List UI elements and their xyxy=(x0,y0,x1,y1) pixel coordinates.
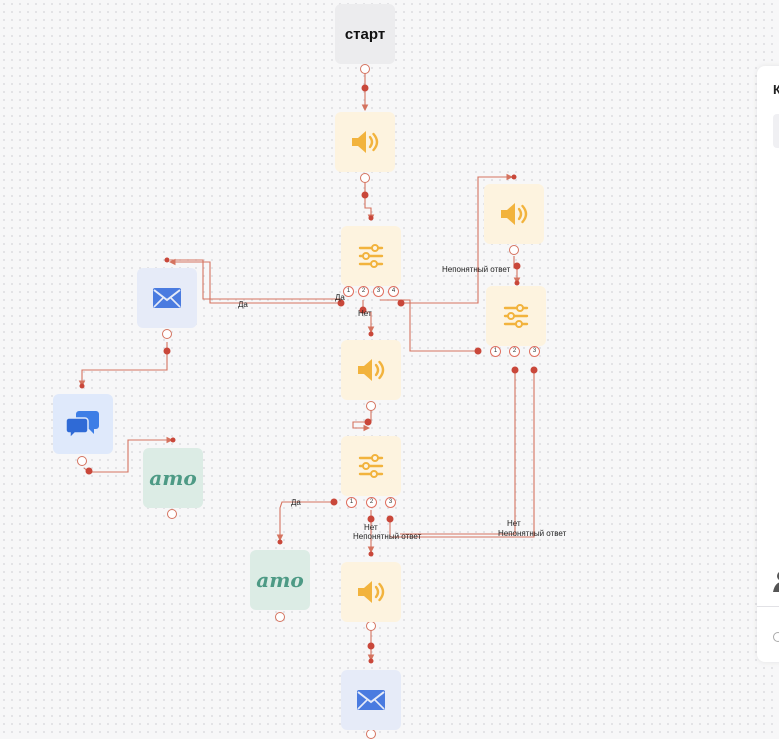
sound-node-1[interactable] xyxy=(335,112,395,172)
filter-sliders-icon xyxy=(358,244,384,268)
side-panel-field[interactable] xyxy=(773,114,779,148)
connector-end-dots xyxy=(79,174,520,664)
edge-filterr-no-long xyxy=(400,372,516,535)
start-label: старт xyxy=(344,25,386,43)
edge-mail-chat xyxy=(78,342,168,388)
side-panel[interactable]: К xyxy=(757,66,779,662)
edge-sound2-filter2 xyxy=(352,410,372,432)
chat-node[interactable] xyxy=(53,394,113,454)
speaker-icon xyxy=(358,359,385,381)
speaker-icon xyxy=(501,203,528,225)
branch-label-yes: Да xyxy=(291,498,301,507)
condition-right-port-2[interactable]: 2 xyxy=(509,346,520,357)
condition1-port-4[interactable]: 4 xyxy=(388,286,399,297)
radio-icon[interactable] xyxy=(773,632,779,642)
branch-label-no: Нет xyxy=(507,519,521,528)
amo-logo: amo xyxy=(256,568,304,592)
start-node[interactable]: старт xyxy=(335,4,395,64)
edge-filter1-yes-mail xyxy=(168,258,341,304)
edge-sound1-filter1 xyxy=(364,180,375,222)
chat-bubbles-icon xyxy=(66,411,99,439)
branch-label-unclear: Непонятный ответ xyxy=(442,265,511,274)
side-panel-divider xyxy=(757,606,779,607)
condition1-port-1[interactable]: 1 xyxy=(343,286,354,297)
condition-node-right[interactable] xyxy=(486,286,546,346)
sound-node-3[interactable] xyxy=(341,562,401,622)
branch-label-yes: Да xyxy=(238,300,248,309)
edge-filter1-no-sound2 xyxy=(362,300,375,334)
speaker-icon xyxy=(358,581,385,603)
sound-node-2[interactable] xyxy=(341,340,401,400)
speaker-icon xyxy=(352,131,379,153)
amo-node-1[interactable]: amo xyxy=(143,448,203,508)
envelope-icon xyxy=(357,690,385,710)
amo-node-2[interactable]: amo xyxy=(250,550,310,610)
filter-sliders-icon xyxy=(358,454,384,478)
edge-filter1-unclear-soundr xyxy=(401,173,514,304)
branch-label-unclear: Непонятный ответ xyxy=(353,532,422,541)
condition1-port-2[interactable]: 2 xyxy=(358,286,369,297)
edge-filter2-unclear xyxy=(389,372,535,538)
branch-label-unclear: Непонятный ответ xyxy=(498,529,567,538)
email-node-1[interactable] xyxy=(137,268,197,328)
branch-label-yes: Да xyxy=(335,293,345,302)
filter-sliders-icon xyxy=(503,304,529,328)
edge-filter2-yes-amo2 xyxy=(276,501,334,542)
sound-node-right[interactable] xyxy=(484,184,544,244)
condition-right-port-1[interactable]: 1 xyxy=(490,346,501,357)
amo-logo: amo xyxy=(149,466,197,490)
edge-filter1-port3-filterr xyxy=(380,299,478,352)
side-panel-title: К xyxy=(773,82,779,97)
edge-filter1-yes-mail-2 xyxy=(170,259,341,300)
condition2-port-1[interactable]: 1 xyxy=(346,497,357,508)
person-icon[interactable] xyxy=(773,570,779,592)
branch-label-no: Нет xyxy=(358,309,372,318)
condition2-port-3[interactable]: 3 xyxy=(385,497,396,508)
branch-label-no: Нет xyxy=(364,523,378,532)
condition-right-port-3[interactable]: 3 xyxy=(529,346,540,357)
email-node-2[interactable] xyxy=(341,670,401,730)
output-port-rings xyxy=(77,64,519,739)
envelope-icon xyxy=(153,288,181,308)
condition-node-1[interactable] xyxy=(341,226,401,286)
edge-soundr-filterr xyxy=(513,256,521,285)
condition1-port-3[interactable]: 3 xyxy=(373,286,384,297)
condition2-port-2[interactable]: 2 xyxy=(366,497,377,508)
connector-close-markers xyxy=(85,84,538,650)
condition-node-2[interactable] xyxy=(341,436,401,496)
